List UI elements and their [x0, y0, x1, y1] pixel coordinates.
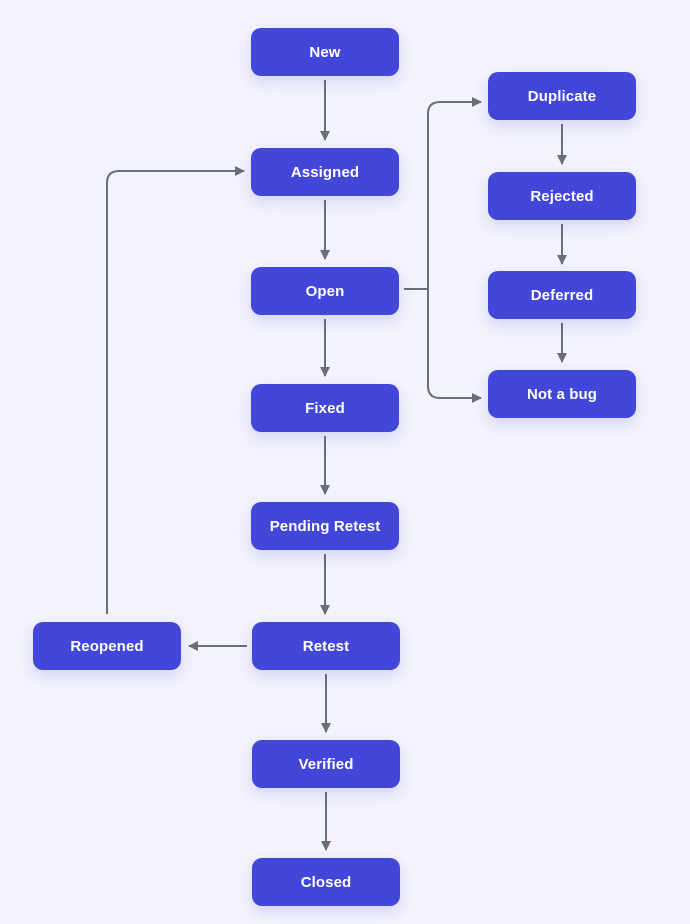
state-duplicate: Duplicate	[488, 72, 636, 120]
state-verified: Verified	[252, 740, 400, 788]
state-label: Closed	[300, 873, 352, 891]
state-label: Pending Retest	[269, 517, 381, 535]
state-deferred: Deferred	[488, 271, 636, 319]
edge-open-duplicate	[404, 97, 482, 290]
state-label: Deferred	[530, 286, 594, 304]
edge-reopened-assigned	[106, 166, 245, 614]
state-label: Reopened	[70, 637, 144, 655]
state-assigned: Assigned	[251, 148, 399, 196]
state-label: Verified	[298, 755, 354, 773]
state-open: Open	[251, 267, 399, 315]
state-rejected: Rejected	[488, 172, 636, 220]
state-label: New	[309, 43, 341, 61]
state-label: Fixed	[305, 399, 345, 417]
state-not-a-bug: Not a bug	[488, 370, 636, 418]
state-label: Retest	[302, 637, 350, 655]
state-label: Rejected	[530, 187, 594, 205]
state-reopened: Reopened	[33, 622, 181, 670]
state-label: Not a bug	[526, 385, 598, 403]
state-retest: Retest	[252, 622, 400, 670]
state-label: Open	[305, 282, 345, 300]
state-fixed: Fixed	[251, 384, 399, 432]
state-label: Duplicate	[527, 87, 597, 105]
state-new: New	[251, 28, 399, 76]
edge-open-not-a-bug	[427, 289, 482, 403]
state-label: Assigned	[290, 163, 360, 181]
state-pending-retest: Pending Retest	[251, 502, 399, 550]
state-closed: Closed	[252, 858, 400, 906]
